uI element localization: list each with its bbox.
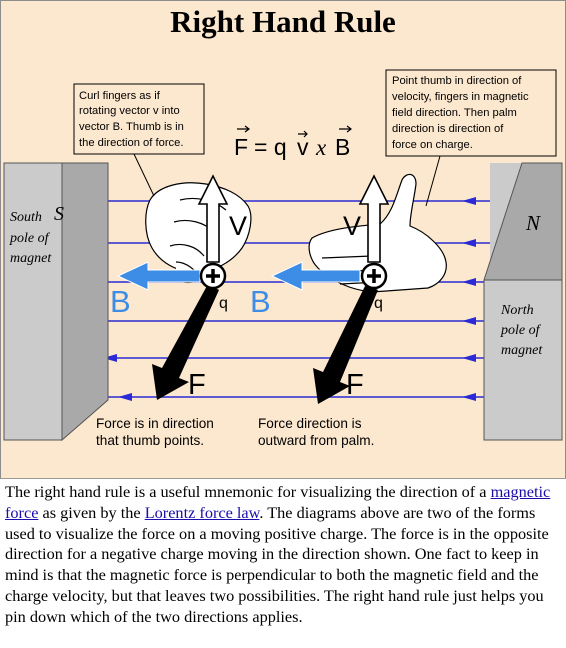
formula-arrow-icon xyxy=(339,125,352,133)
formula-arrow-icon xyxy=(298,130,308,138)
right-callout-text: Point thumb in direction of velocity, fi… xyxy=(392,75,532,151)
field-arrowhead xyxy=(462,278,476,286)
left-caption: Force is in direction that thumb points. xyxy=(96,416,218,448)
right-caption-line: outward from palm. xyxy=(258,433,374,448)
left-plus-icon xyxy=(206,269,220,283)
description-text: The right hand rule is a useful mnemonic… xyxy=(5,482,491,501)
description-paragraph: The right hand rule is a useful mnemonic… xyxy=(0,478,566,648)
right-b-arrow xyxy=(270,261,361,291)
right-caption: Force direction is outward from palm. xyxy=(258,416,374,448)
right-plus-icon xyxy=(367,269,381,283)
left-callout-line: vector B. Thumb is in xyxy=(79,121,184,133)
field-arrowhead xyxy=(462,393,476,401)
right-callout: Point thumb in direction of velocity, fi… xyxy=(385,69,557,207)
left-b-vector: B xyxy=(110,261,201,319)
north-label-line: North xyxy=(500,303,534,318)
left-b-arrow xyxy=(116,261,201,291)
left-f-arrow xyxy=(152,284,219,400)
magnetic-field-lines xyxy=(62,200,522,398)
left-force-vector: F xyxy=(152,284,219,401)
formula-arrow-icon xyxy=(237,125,250,133)
right-force-vector: F xyxy=(313,284,378,404)
north-label-line: magnet xyxy=(501,343,543,358)
left-caption-line: that thumb points. xyxy=(96,433,204,448)
left-callout-line: the direction of force. xyxy=(79,137,183,149)
right-caption-line: Force direction is xyxy=(258,416,362,431)
north-magnet-letter: N xyxy=(525,211,541,235)
left-v-arrow xyxy=(197,174,229,263)
lorentz-formula: F = q v x B xyxy=(234,125,352,160)
left-b-label: B xyxy=(110,284,131,319)
right-q-label: q xyxy=(374,295,383,312)
north-magnet-lower xyxy=(483,279,563,441)
right-b-label: B xyxy=(250,284,271,319)
formula-equals-q: = q xyxy=(254,134,287,160)
right-b-vector: B xyxy=(250,261,361,319)
field-line-arrowheads xyxy=(103,197,476,401)
formula-b: B xyxy=(335,134,350,160)
left-charge: q xyxy=(199,262,228,312)
magnetic-force-link[interactable]: magnetic force xyxy=(5,482,551,522)
right-f-label: F xyxy=(346,369,364,401)
right-velocity-vector: V xyxy=(343,174,390,263)
south-label-line: pole of xyxy=(9,231,51,246)
right-callout-box xyxy=(385,69,557,157)
description-text: as given by the xyxy=(38,502,145,522)
left-callout: Curl fingers as if rotating vector v int… xyxy=(73,83,205,197)
field-arrowhead xyxy=(462,197,476,205)
north-label-line: pole of xyxy=(500,323,542,338)
field-arrowhead xyxy=(462,354,476,362)
right-callout-pointer xyxy=(425,155,441,207)
south-label-line: South xyxy=(10,210,42,225)
field-arrowhead xyxy=(103,354,117,362)
south-magnet-side xyxy=(61,162,109,442)
left-callout-pointer xyxy=(133,153,155,197)
south-magnet-label: South pole of magnet xyxy=(9,210,52,266)
formula-f: F xyxy=(234,134,248,160)
south-magnet: S South pole of magnet xyxy=(3,162,109,442)
left-velocity-vector: V xyxy=(197,174,247,263)
right-f-arrow xyxy=(313,284,378,404)
lorentz-force-law-link[interactable]: Lorentz force law xyxy=(144,502,260,522)
field-arrowhead xyxy=(118,393,132,401)
page-title: Right Hand Rule xyxy=(170,4,396,39)
right-callout-line: velocity, fingers in magnetic xyxy=(392,91,529,103)
left-caption-line: Force is in direction xyxy=(96,416,214,431)
left-callout-line: rotating vector v into xyxy=(79,105,180,117)
formula-v: v xyxy=(297,134,309,160)
left-callout-text: Curl fingers as if rotating vector v int… xyxy=(79,90,187,149)
south-label-line: magnet xyxy=(10,251,52,266)
field-arrowhead xyxy=(462,239,476,247)
right-charge: q xyxy=(360,262,388,312)
formula-cross: x xyxy=(315,135,327,160)
left-q-label: q xyxy=(219,295,228,312)
right-hand-rule-diagram: S South pole of magnet N North pole of m… xyxy=(3,69,563,448)
right-callout-line: force on charge. xyxy=(392,139,473,151)
left-callout-line: Curl fingers as if xyxy=(79,90,161,102)
field-arrowhead xyxy=(462,317,476,325)
description-text: . The diagrams above are two of the form… xyxy=(5,502,549,626)
left-f-label: F xyxy=(188,369,206,401)
north-magnet-label: North pole of magnet xyxy=(500,303,543,358)
north-magnet: N North pole of magnet xyxy=(483,162,563,441)
left-callout-box xyxy=(73,83,205,155)
right-callout-line: Point thumb in direction of xyxy=(392,75,522,87)
south-magnet-letter: S xyxy=(54,203,64,225)
right-callout-line: field direction. Then palm xyxy=(392,107,517,119)
right-v-arrow xyxy=(358,174,390,263)
left-v-label: V xyxy=(229,211,247,241)
right-v-label: V xyxy=(343,211,361,241)
right-callout-line: direction is direction of xyxy=(392,123,504,135)
